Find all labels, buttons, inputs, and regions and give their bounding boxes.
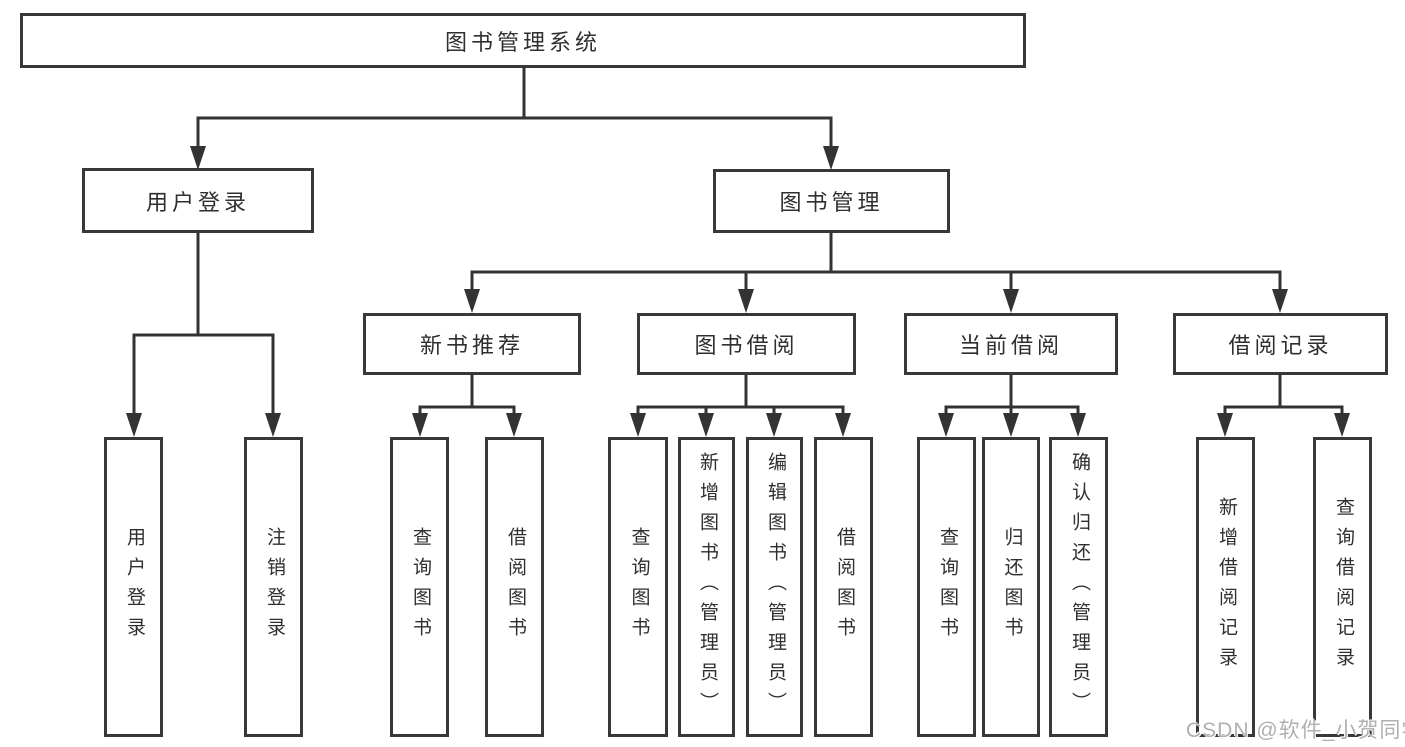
leaf-query-books-borrow: 查询图书 (608, 437, 668, 737)
connector-borrow-to-leaves (630, 373, 851, 437)
csdn-watermark: CSDN @软件_小贺同学 (1186, 719, 1405, 742)
leaf-edit-book-admin: 编辑图书（管理员） (746, 437, 803, 737)
node-borrow-records: 借阅记录 (1173, 313, 1388, 375)
leaf-add-book-admin: 新增图书（管理员） (678, 437, 735, 737)
node-current-borrow: 当前借阅 (904, 313, 1118, 375)
leaf-query-borrow-record: 查询借阅记录 (1313, 437, 1372, 737)
connector-login-to-leaves (126, 231, 281, 437)
leaf-query-books-recommend: 查询图书 (390, 437, 449, 737)
node-book-borrow: 图书借阅 (637, 313, 856, 375)
leaf-logout: 注销登录 (244, 437, 303, 737)
connector-current-to-leaves (938, 373, 1086, 437)
leaf-query-books-current: 查询图书 (917, 437, 976, 737)
node-user-login: 用户登录 (82, 168, 314, 233)
leaf-add-borrow-record: 新增借阅记录 (1196, 437, 1255, 737)
node-new-book-recommend: 新书推荐 (363, 313, 581, 375)
node-book-management: 图书管理 (713, 169, 950, 233)
leaf-borrow-books-recommend: 借阅图书 (485, 437, 544, 737)
leaf-user-login: 用户登录 (104, 437, 163, 737)
connector-root-to-level2 (190, 66, 839, 170)
connector-newbook-to-leaves (412, 373, 522, 437)
connector-management-to-sections (464, 231, 1288, 313)
leaf-borrow-books: 借阅图书 (814, 437, 873, 737)
leaf-confirm-return-admin: 确认归还（管理员） (1049, 437, 1108, 737)
connector-records-to-leaves (1217, 373, 1350, 437)
node-library-management-system: 图书管理系统 (20, 13, 1026, 68)
leaf-return-book: 归还图书 (982, 437, 1040, 737)
